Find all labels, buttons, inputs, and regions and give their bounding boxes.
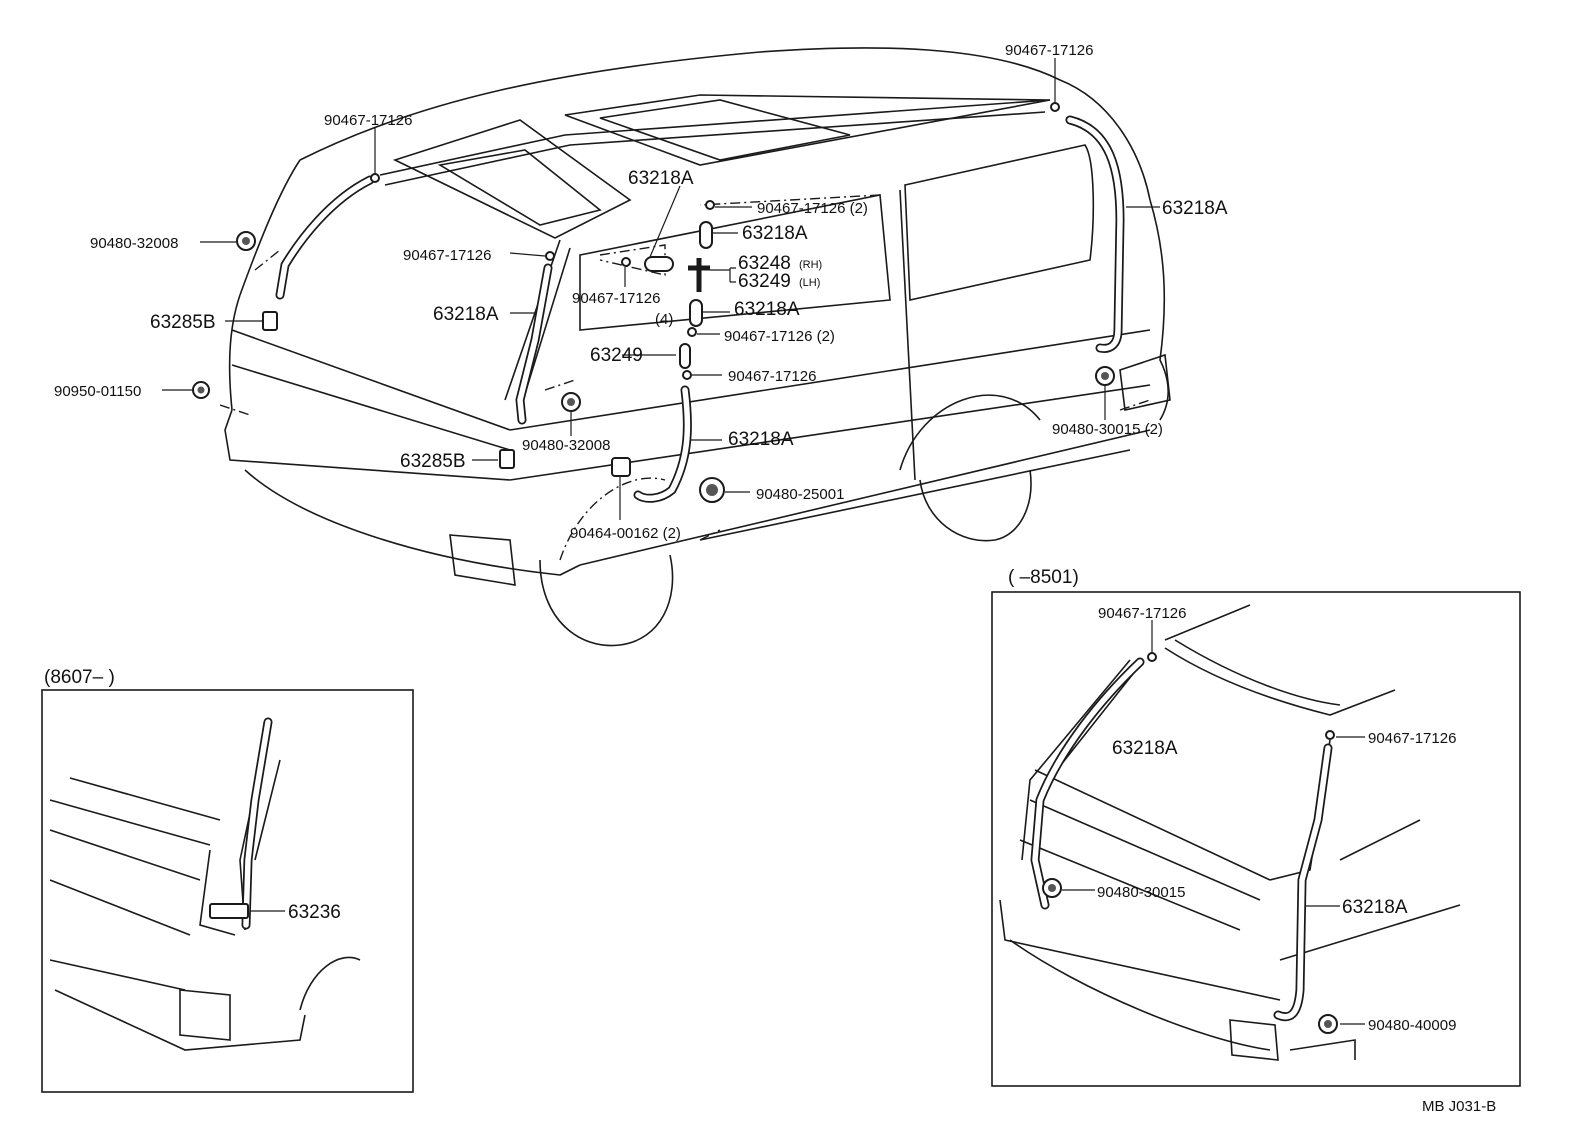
inset-right-hose-left [1030,657,1145,910]
callout-c04: 63285B [150,312,216,333]
inset-left-frame [41,689,414,1093]
callout-c11: 90467-17126 (2) [757,200,868,217]
inset-left-part-63236 [209,903,249,919]
hose-piece-1 [699,221,713,249]
inset-right-c4: 90480-30015 [1097,884,1185,901]
inset-right: ( –8501) 90467-17126 63218A [991,567,1521,1087]
callout-c17: 63218A [734,299,800,320]
callouts-main: 90467-17126 90467-17126 90480-32008 6328… [54,42,1228,542]
inset-right-frame [991,591,1521,1087]
callout-c01: 90467-17126 [324,112,412,129]
grommets [192,102,1115,503]
drain-hoses-main [275,115,1125,503]
callout-c08: 90467-17126 [572,290,660,307]
inset-left-range: (8607– ) [44,667,115,688]
callout-c19: 63249 [590,345,643,366]
van-body-outline [224,47,1171,647]
nozzle-63285b-a [262,311,278,331]
callout-c20: 90467-17126 [728,368,816,385]
callout-c25: 90480-25001 [756,486,844,503]
drawing-code: MB J031-B [1422,1098,1496,1115]
callout-c16: (LH) [799,277,820,289]
inset-right-c1: 90467-17126 [1098,605,1186,622]
callout-c07: 63218A [628,168,694,189]
callout-c21: 63218A [728,429,794,450]
leader-lines [162,58,1160,520]
inset-right-range: ( –8501) [1008,567,1079,588]
callout-c10: 63218A [433,304,499,325]
callout-c06: 90467-17126 [403,247,491,264]
callout-c03: 90480-32008 [90,235,178,252]
callout-c09: (4) [655,311,673,328]
callout-c24: 90464-00162 (2) [570,525,681,542]
inset-left: (8607– ) 63236 [41,667,414,1093]
clip-90464-00162 [611,457,631,477]
callout-c18: 90467-17126 (2) [724,328,835,345]
callout-c12: 63218A [742,223,808,244]
nozzle-63285b-b [499,449,515,469]
callout-c02: 90467-17126 [1005,42,1093,59]
callout-c05: 90950-01150 [54,383,141,400]
t-joint [688,258,710,292]
hidden-lines [219,194,1151,561]
callout-c13: 63248 [738,253,791,274]
hose-front-left [275,175,375,300]
callout-c15: 63249 [738,271,791,292]
callout-c28: 90480-30015 (2) [1052,421,1163,438]
hose-piece-3 [679,343,691,369]
inset-left-part: 63236 [288,902,341,923]
callout-c22: 90480-32008 [522,437,610,454]
callout-c26: 63218A [1162,198,1228,219]
callout-c14: (RH) [799,259,822,271]
inset-right-c5: 63218A [1342,897,1408,918]
hose-piece-2 [689,299,703,327]
inset-right-c6: 90480-40009 [1368,1017,1456,1034]
inset-right-c2: 63218A [1112,738,1178,759]
inset-right-c3: 90467-17126 [1368,730,1456,747]
callout-c23: 63285B [400,451,466,472]
hose-piece-4 [644,256,674,272]
